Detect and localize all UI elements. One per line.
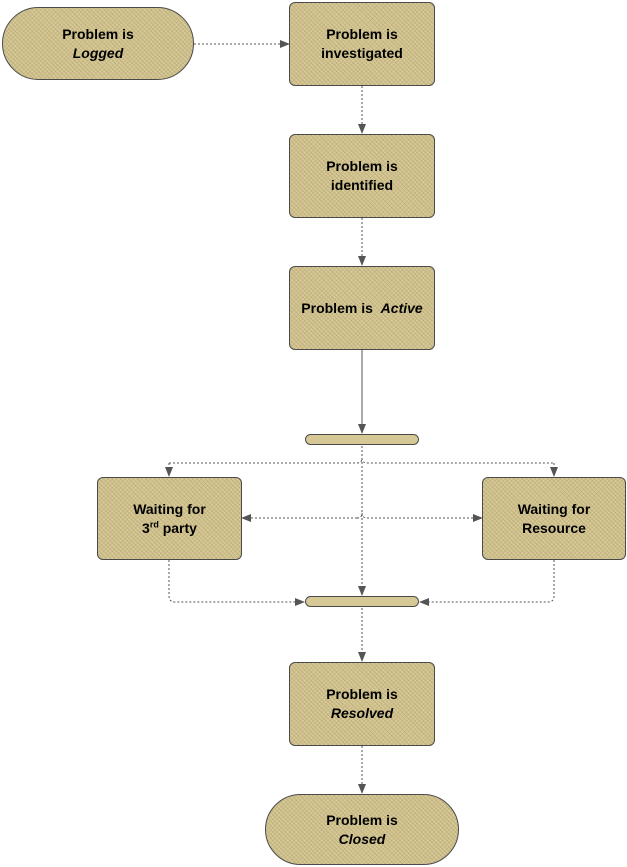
fork-bar [305,434,419,445]
node-active-line1: Problem is [301,299,373,316]
connector-third-party-join [168,560,305,606]
connector-fork-branches [169,457,554,464]
node-closed-line1: Problem is [326,811,398,828]
node-third-party-line1: Waiting for [133,500,206,517]
node-logged: Problem is Logged [2,7,194,80]
connector-cross-brace [356,512,368,519]
node-closed-line2: Closed [338,830,386,847]
node-waiting-resource: Waiting for Resource [482,477,626,560]
node-active-line2: Active [380,299,423,316]
node-identified-line2: identified [330,177,394,193]
node-third-party-num: 3 [142,519,150,536]
node-resource-line2: Resource [522,519,586,536]
node-resource-line1: Waiting for [517,500,591,517]
node-active: Problem is Active [289,266,435,350]
node-third-party-line2: 3rd party [142,519,197,538]
node-logged-line1: Problem is [62,25,134,42]
join-bar [305,596,419,607]
connector-resource-join [419,560,555,606]
node-waiting-third-party: Waiting for 3rd party [97,477,242,560]
node-resolved: Problem is Resolved [289,662,435,746]
node-identified: Problem is identified [289,134,435,218]
node-investigated: Problem is investigated [289,2,435,86]
node-resolved-line1: Problem is [326,686,398,702]
node-resolved-line2: Resolved [330,705,394,721]
node-third-party-sup: rd [149,518,159,529]
node-investigated-line2: investigated [321,45,403,61]
node-closed: Problem is Closed [265,794,459,865]
node-third-party-rest: party [162,519,197,536]
node-identified-line1: Problem is [326,158,398,174]
node-investigated-line1: Problem is [326,26,398,42]
node-active-line: Problem is Active [301,299,422,318]
node-logged-line2: Logged [72,44,124,61]
